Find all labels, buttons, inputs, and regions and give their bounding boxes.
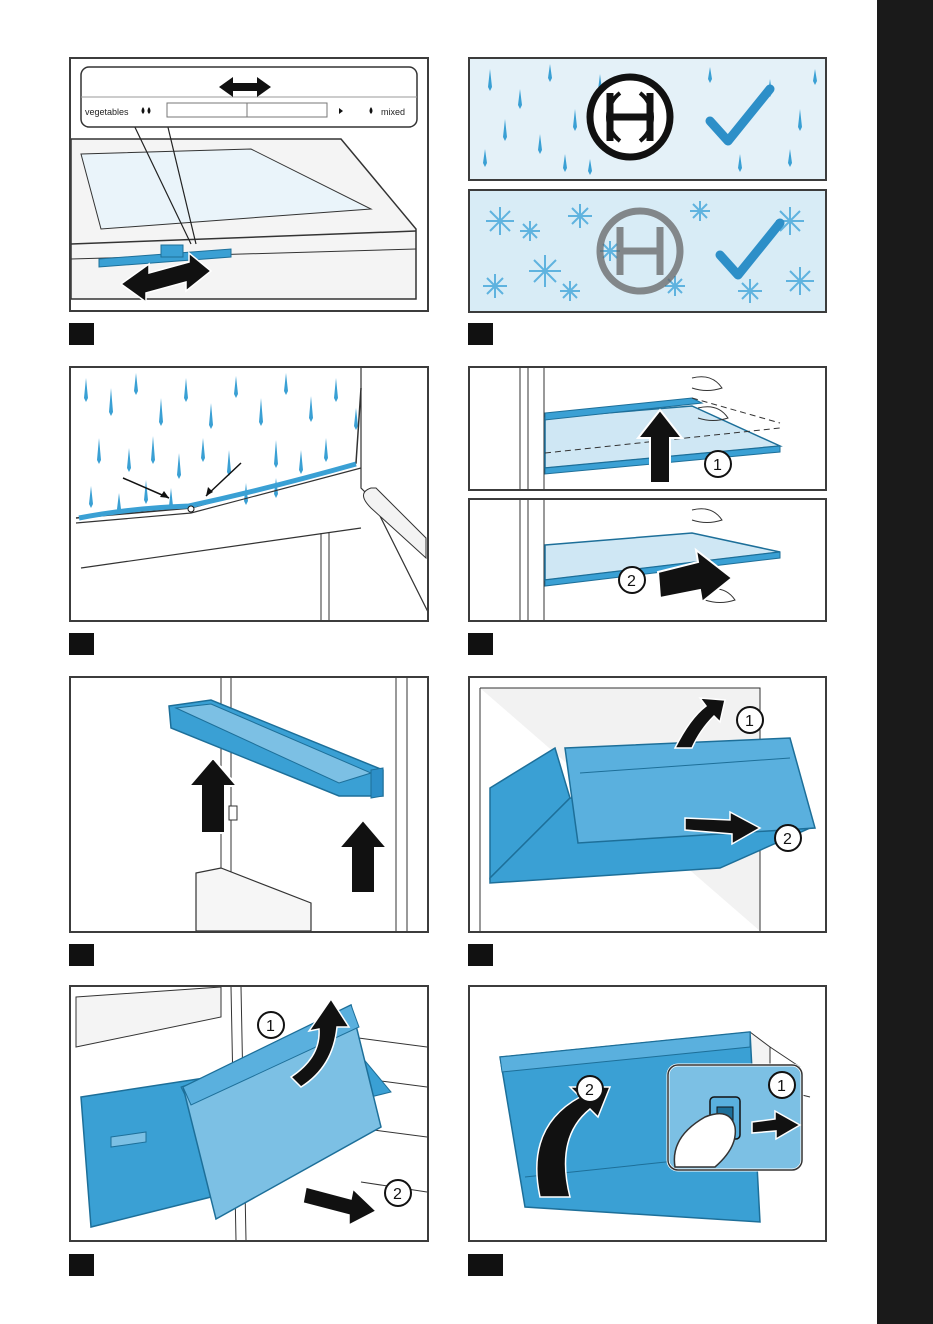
label-vegetables: vegetables xyxy=(85,107,129,117)
figure-shelf-lift: 1 xyxy=(468,366,827,491)
step-marker-1 xyxy=(69,323,94,345)
figure-drawer-remove: 1 2 xyxy=(69,985,429,1242)
label-mixed: mixed xyxy=(381,107,405,117)
step-marker-4 xyxy=(468,633,493,655)
figure-drawer-front: 2 1 xyxy=(468,985,827,1242)
callout-2: 2 xyxy=(627,573,636,590)
callout-1: 1 xyxy=(266,1018,275,1035)
arrow-up-icon xyxy=(339,820,387,893)
page-edge-tab xyxy=(877,0,933,1324)
step-marker-5 xyxy=(69,944,94,966)
step-marker-2 xyxy=(468,323,493,345)
brand-logo-icon xyxy=(590,77,670,157)
figure-condensation xyxy=(69,366,429,622)
figure-drawer-cover: 1 2 xyxy=(468,676,827,933)
callout-2: 2 xyxy=(585,1082,594,1099)
checkmark-icon xyxy=(710,89,770,141)
figure-humidity-slider: vegetables mixed xyxy=(69,57,429,312)
figure-shelf-pull: 2 xyxy=(468,498,827,622)
callout-2: 2 xyxy=(393,1186,402,1203)
callout-1: 1 xyxy=(745,713,754,730)
checkmark-icon xyxy=(720,223,780,275)
callout-1: 1 xyxy=(713,457,722,474)
figure-logo-rain xyxy=(468,57,827,181)
step-marker-3 xyxy=(69,633,94,655)
figure-door-shelf xyxy=(69,676,429,933)
step-marker-7 xyxy=(69,1254,94,1276)
step-marker-8 xyxy=(468,1254,503,1276)
arrow-up-icon xyxy=(189,758,237,833)
callout-1: 1 xyxy=(777,1078,786,1095)
step-marker-6 xyxy=(468,944,493,966)
callout-2: 2 xyxy=(783,831,792,848)
figure-logo-snow xyxy=(468,189,827,313)
